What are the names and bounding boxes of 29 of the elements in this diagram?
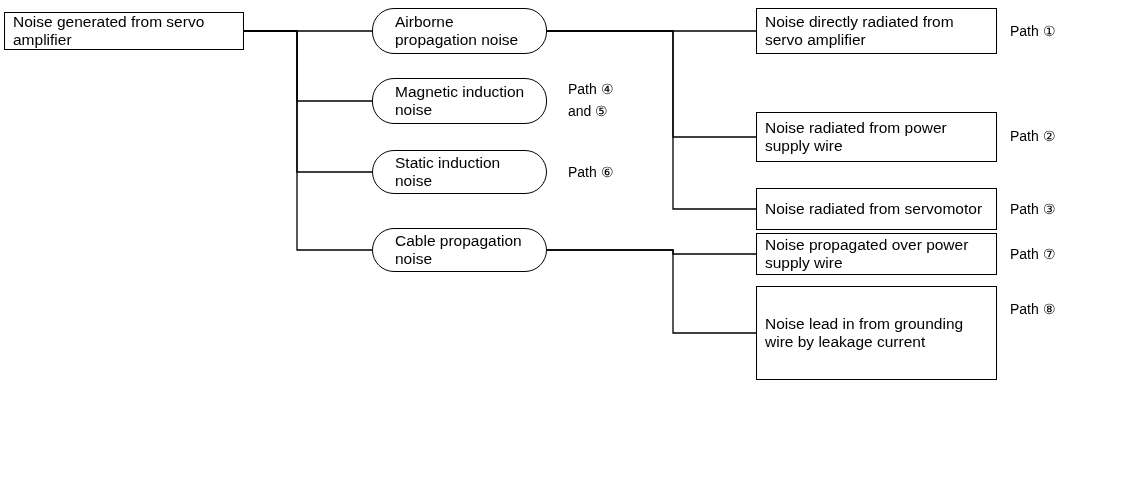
node-text: Static induction noise	[395, 154, 502, 190]
rounded-box	[372, 228, 547, 272]
node-text: Noise lead in from grounding wire by leakage current	[765, 315, 965, 351]
path-label: Path ④ and ⑤	[568, 80, 615, 121]
node-text: Noise generated from servo amplifier	[13, 13, 206, 49]
path-label: Path ⑦	[1010, 245, 1057, 264]
connector-line	[546, 30, 757, 210]
process-box	[756, 286, 997, 380]
node-text: Noise radiated from power supply wire	[765, 119, 948, 155]
rounded-box	[372, 8, 547, 54]
node-text: Cable propagation noise	[395, 232, 523, 268]
path-label: Path ⑧	[1010, 300, 1057, 319]
node-text: Noise directly radiated from servo amplifier	[765, 13, 955, 49]
node-text: Airborne propagation noise	[395, 13, 520, 49]
node-text: Magnetic induction noise	[395, 83, 526, 119]
path-label: Path ②	[1010, 127, 1057, 146]
process-box	[756, 188, 997, 230]
process-box	[756, 112, 997, 162]
path-label: Path ①	[1010, 22, 1057, 41]
rounded-box	[372, 78, 547, 124]
process-box	[756, 233, 997, 275]
process-box	[4, 12, 244, 50]
path-label: Path ③	[1010, 200, 1057, 219]
process-box	[756, 8, 997, 54]
node-text: Noise radiated from servomotor	[765, 200, 983, 218]
connector-line	[546, 249, 757, 334]
node-text: Noise propagated over power supply wire	[765, 236, 970, 272]
rounded-box	[372, 150, 547, 194]
path-label: Path ⑥	[568, 163, 615, 182]
